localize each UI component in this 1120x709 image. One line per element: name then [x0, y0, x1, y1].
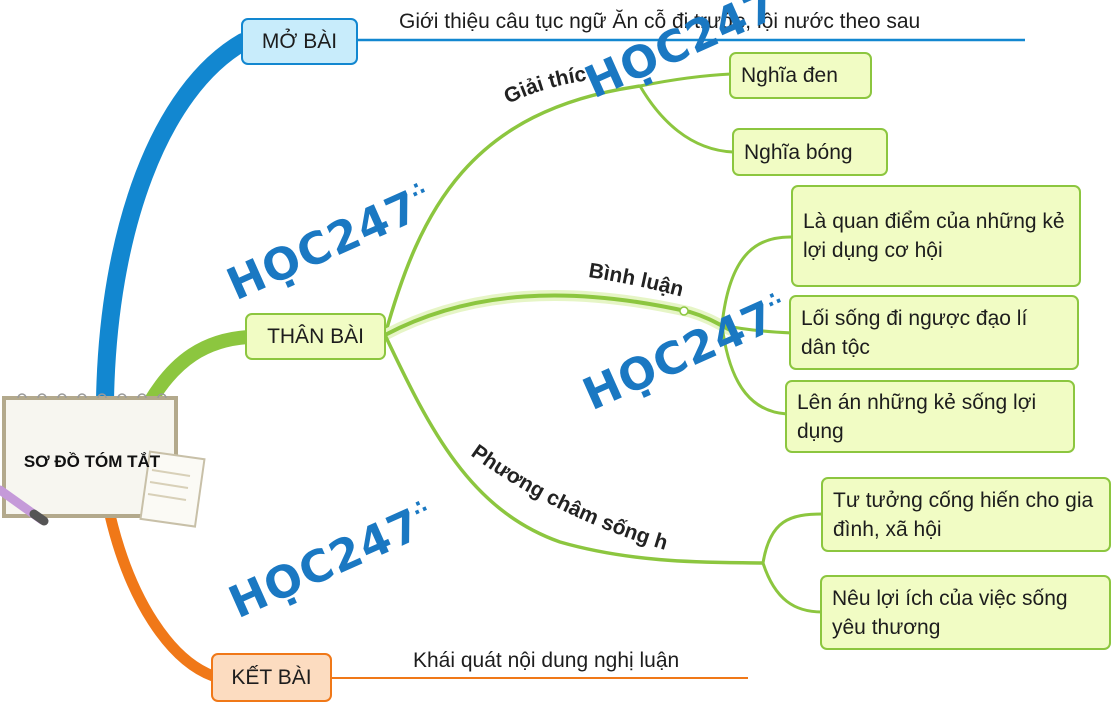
intro-box[interactable]: MỞ BÀI — [241, 18, 358, 65]
explain-branch — [383, 84, 641, 336]
discuss-branch — [384, 293, 731, 337]
body-box[interactable]: THÂN BÀI — [245, 313, 386, 360]
conclusion-text: Khái quát nội dung nghị luận — [413, 649, 680, 672]
principle-item-1[interactable]: Tư tưởng cống hiến cho gia đình, xã hội — [821, 477, 1111, 552]
conclusion-box[interactable]: KẾT BÀI — [211, 653, 332, 702]
root-label: SƠ ĐỒ TÓM TẮT — [23, 452, 161, 471]
explain-item-2[interactable]: Nghĩa bóng — [732, 128, 888, 176]
intro-branch — [96, 33, 252, 409]
conclusion-branch — [104, 509, 219, 682]
discuss-item-1[interactable]: Là quan điểm của những kẻ lợi dụng cơ hộ… — [791, 185, 1081, 287]
discuss-item-3[interactable]: Lên án những kẻ sống lợi dụng — [785, 380, 1075, 453]
intro-text: Giới thiệu câu tục ngữ Ăn cỗ đi trước, l… — [399, 10, 921, 33]
body-branch — [143, 330, 255, 409]
explain-item-1[interactable]: Nghĩa đen — [729, 52, 872, 99]
principle-item-2[interactable]: Nêu lợi ích của việc sống yêu thương — [820, 575, 1111, 650]
discuss-item-2[interactable]: Lối sống đi ngược đạo lí dân tộc — [789, 295, 1079, 370]
root-node — [0, 393, 206, 528]
principle-branch — [383, 334, 764, 565]
